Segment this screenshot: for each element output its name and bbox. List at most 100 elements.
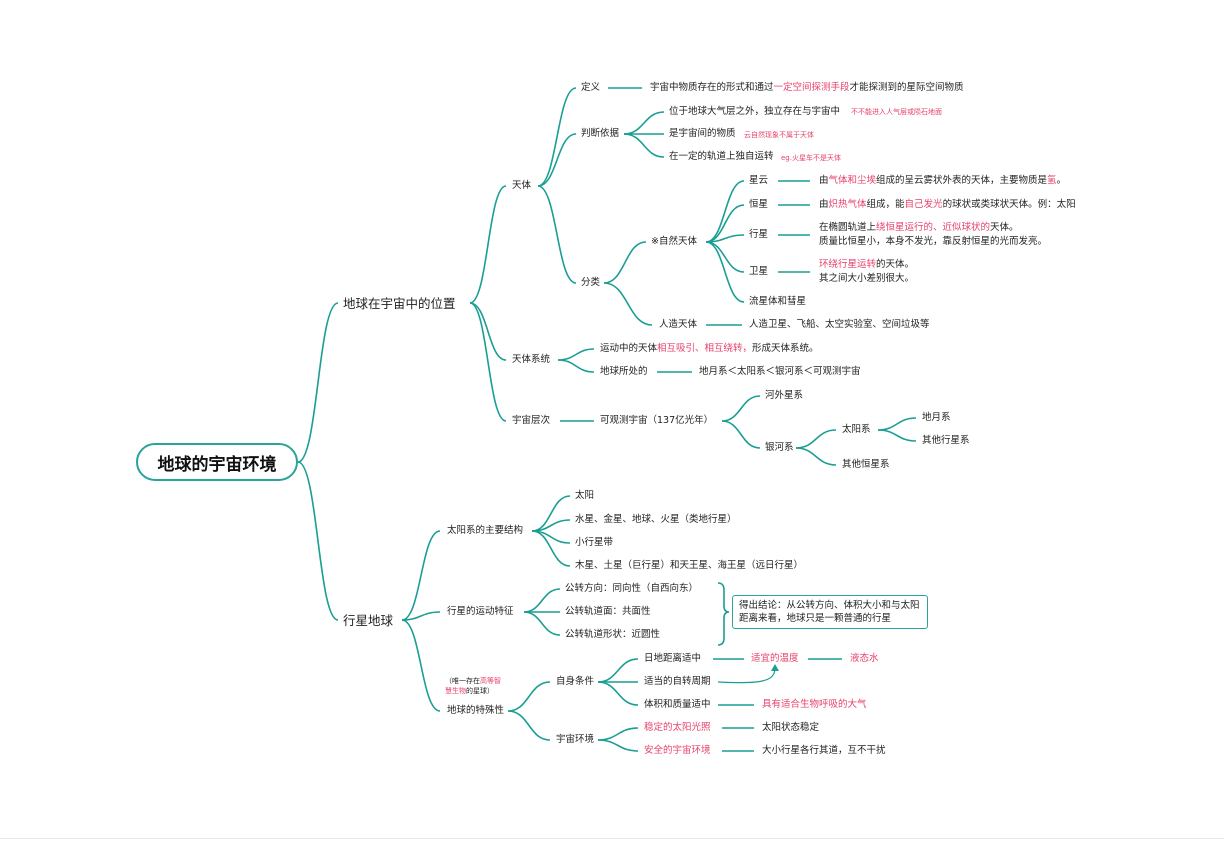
- panduan-item-1: 位于地球大气层之外，独立存在与宇宙中: [669, 106, 841, 117]
- node-teshu: 地球的特殊性: [447, 705, 505, 716]
- link-tianti-dingyi: [537, 87, 577, 187]
- jiegou-item-3: 小行星带: [575, 537, 614, 548]
- panduan-item-2: 是宇宙间的物质: [669, 128, 736, 139]
- node-hengxing: 恒星: [749, 199, 769, 210]
- zishen-zizhuan: 适当的自转周期: [644, 676, 711, 687]
- yundong-item-2: 公转轨道面：共面性: [565, 606, 651, 617]
- link-b2-yundong: [401, 611, 441, 621]
- node-suochu: 地球所处的: [600, 366, 648, 377]
- xitong-text: 运动中的天体相互吸引、相互绕转，形成天体系统。: [600, 343, 819, 354]
- link-yinhe-taiyang: [795, 429, 837, 449]
- link-b1-cengci: [469, 302, 507, 422]
- node-xingxing: 行星: [749, 229, 769, 240]
- panduan-note-3: eg.火星车不是天体: [781, 154, 841, 162]
- link-panduan-1: [623, 111, 665, 135]
- link-kegance-yinhe: [721, 420, 761, 449]
- node-yinhe: 银河系: [765, 442, 794, 453]
- weixing-text: 环绕行星运转的天体。其之间大小差别很大。: [819, 259, 915, 284]
- link-tianti-fenlei: [537, 185, 577, 284]
- page-divider: [0, 838, 1224, 839]
- link-yinhe-qitaheng: [795, 447, 837, 466]
- node-liuxing: 流星体和彗星: [749, 296, 807, 307]
- zishen-daqi: 具有适合生物呼吸的大气: [762, 699, 867, 710]
- conclusion-box: 得出结论：从公转方向、体积大小和与太阳距离来看，地球只是一颗普通的行星: [732, 595, 928, 629]
- link-ziran-hengxing: [705, 204, 745, 243]
- teshu-note: （唯一存在高等智慧生物的星球）: [445, 677, 501, 695]
- node-jiegou: 太阳系的主要结构: [447, 525, 524, 536]
- yuzhou-guangzhao: 稳定的太阳光照: [644, 722, 711, 733]
- arrowhead: [771, 664, 779, 671]
- jiegou-item-4: 木星、土星（巨行星）和天王星、海王星（远日行星）: [575, 560, 804, 571]
- panduan-note-1: 不不能进入人气层或陨石地面: [851, 108, 942, 116]
- node-zishen: 自身条件: [556, 676, 595, 687]
- node-fenlei: 分类: [581, 277, 601, 288]
- node-yuzhou: 宇宙环境: [556, 734, 595, 745]
- link-yuzhou-1: [597, 727, 639, 741]
- link-yundong-1: [523, 588, 561, 613]
- link-ziran-xingyun: [705, 180, 745, 243]
- node-taiyangxi: 太阳系: [842, 424, 871, 435]
- panduan-note-2: 云自然现象不属于天体: [744, 131, 814, 139]
- arrow-zizhuan-wendu: [717, 667, 776, 684]
- yuzhou-ganrao: 大小行星各行其道，互不干扰: [762, 745, 886, 756]
- link-b1-tianti: [469, 185, 507, 304]
- node-qitaheng: 其他恒星系: [842, 459, 890, 470]
- link-root-b2: [297, 461, 339, 621]
- link-taiyang-diyue: [877, 417, 917, 431]
- link-ziran-weixing: [705, 241, 745, 273]
- node-cengci: 宇宙层次: [512, 415, 551, 426]
- node-tianti: 天体: [512, 180, 532, 191]
- link-teshu-yuzhou: [507, 710, 551, 741]
- renzao-text: 人造卫星、飞船、太空实验室、空间垃圾等: [749, 319, 930, 330]
- conclusion-bracket: [717, 582, 730, 646]
- root-node: 地球的宇宙环境: [136, 443, 298, 481]
- link-b2-jiegou: [401, 530, 441, 621]
- node-panduan: 判断依据: [581, 128, 620, 139]
- link-b2-teshu: [401, 619, 441, 712]
- node-kegance: 可观测宇宙（137亿光年）: [600, 415, 714, 426]
- link-xitong-2: [557, 359, 595, 373]
- node-ziran: ※自然天体: [651, 236, 697, 247]
- link-xitong-1: [557, 348, 595, 361]
- yundong-item-1: 公转方向：同向性（自西向东）: [565, 583, 699, 594]
- node-weixing: 卫星: [749, 266, 769, 277]
- link-kegance-hewai: [721, 395, 761, 422]
- zishen-wendu: 适宜的温度: [751, 653, 799, 664]
- link-root-b1: [297, 302, 339, 463]
- link-yuzhou-2: [597, 739, 639, 752]
- link-ziran-xingxing: [705, 234, 745, 243]
- link-panduan-3: [623, 133, 665, 158]
- xingxing-text: 在椭圆轨道上绕恒星运行的、近似球状的天体。质量比恒星小，本身不发光，靠反射恒星的…: [819, 222, 1048, 247]
- link-taiyang-qitaxing: [877, 429, 917, 442]
- zishen-shui: 液态水: [850, 653, 879, 664]
- node-renzao: 人造天体: [659, 319, 698, 330]
- xingyun-text: 由气体和尘埃组成的呈云雾状外表的天体，主要物质是氢。: [819, 175, 1067, 186]
- link-zishen-1: [597, 658, 639, 683]
- dingyi-text: 宇宙中物质存在的形式和通过一定空间探测手段才能探测到的星际空间物质: [650, 82, 964, 93]
- node-xitong: 天体系统: [512, 354, 551, 365]
- panduan-item-3: 在一定的轨道上独自运转: [669, 151, 774, 162]
- node-hewai: 河外星系: [765, 390, 804, 401]
- link-zishen-3: [597, 681, 639, 706]
- branch-planet-earth: 行星地球: [343, 613, 394, 628]
- branch-position: 地球在宇宙中的位置: [343, 296, 456, 311]
- link-fenlei-renzao: [603, 282, 653, 326]
- yundong-item-3: 公转轨道形状：近圆性: [565, 629, 661, 640]
- hengxing-text: 由炽热气体组成，能自己发光的球状或类球状天体。例：太阳: [819, 199, 1076, 210]
- suochu-text: 地月系＜太阳系＜银河系＜可观测宇宙: [699, 366, 861, 377]
- link-tianti-panduan: [537, 133, 577, 187]
- node-diyue: 地月系: [922, 412, 951, 423]
- yuzhou-wending: 太阳状态稳定: [762, 722, 820, 733]
- zishen-rijia: 日地距离适中: [644, 653, 702, 664]
- link-fenlei-ziran: [603, 241, 647, 284]
- link-jiegou-4: [531, 530, 571, 567]
- jiegou-item-2: 水星、金星、地球、火星（类地行星）: [575, 514, 737, 525]
- yuzhou-anquan: 安全的宇宙环境: [644, 745, 711, 756]
- node-dingyi: 定义: [581, 82, 601, 93]
- zishen-tiji: 体积和质量适中: [644, 699, 711, 710]
- jiegou-item-1: 太阳: [575, 490, 595, 501]
- link-teshu-zishen: [507, 681, 551, 712]
- node-xingyun: 星云: [749, 175, 769, 186]
